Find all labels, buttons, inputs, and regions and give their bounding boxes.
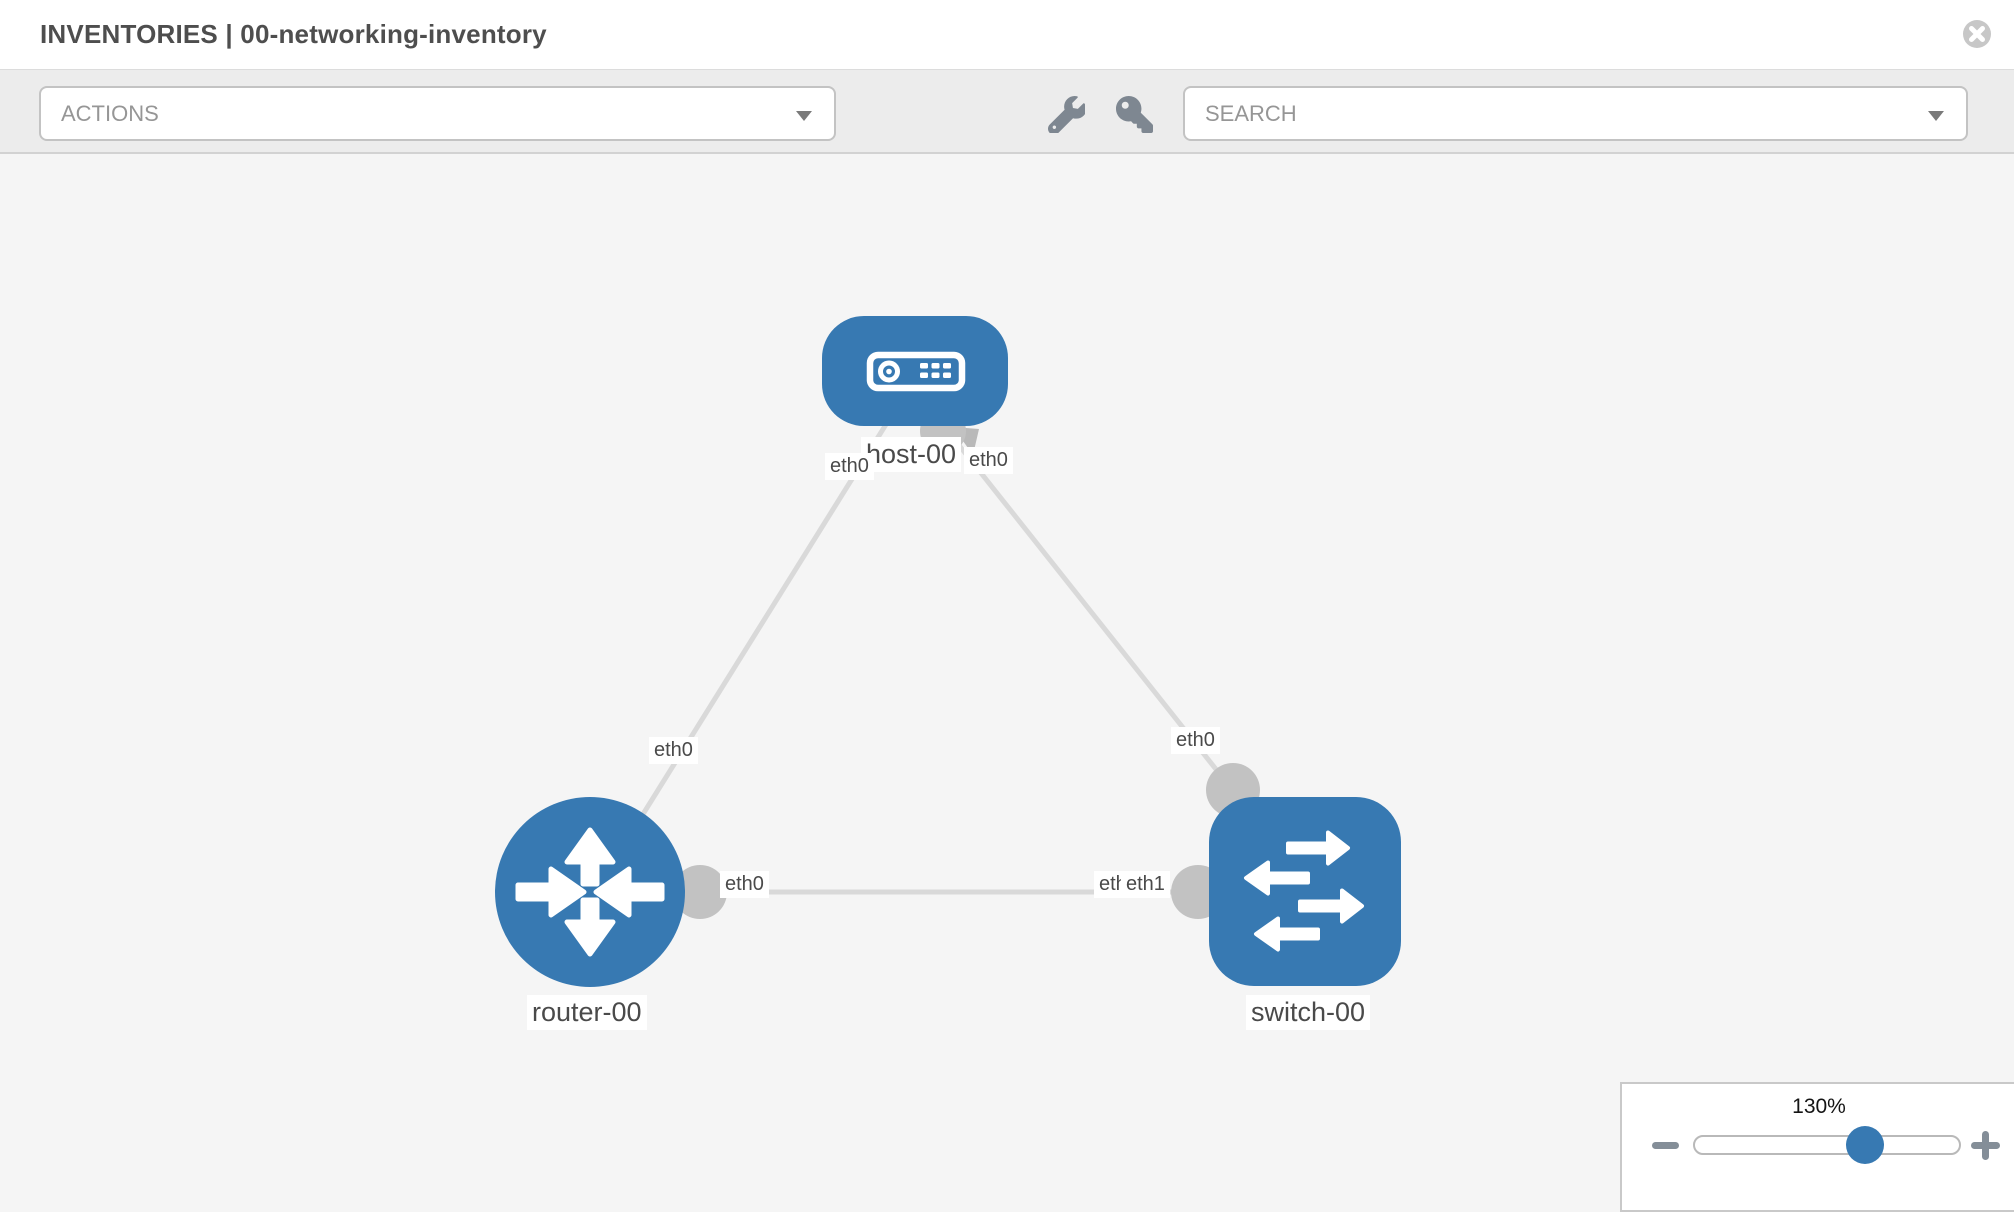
wrench-icon (1048, 96, 1087, 135)
node-switch-00[interactable] (1209, 797, 1401, 986)
configure-button[interactable] (1048, 96, 1087, 138)
interface-label: eth0 (649, 737, 698, 764)
search-box[interactable] (1183, 86, 1968, 141)
zoom-panel: 130% (1620, 1082, 2014, 1212)
node-host-00[interactable] (822, 316, 1008, 426)
node-label-host: host-00 (861, 437, 962, 472)
interface-label: eth0 (720, 871, 769, 898)
search-input[interactable] (1205, 88, 1830, 139)
chevron-down-icon (796, 111, 812, 121)
zoom-in-button[interactable] (1971, 1131, 2000, 1160)
node-label-router: router-00 (527, 995, 647, 1030)
page-title: INVENTORIES | 00-networking-inventory (40, 19, 547, 49)
actions-dropdown[interactable]: ACTIONS (39, 86, 836, 141)
interface-label: eth0 (825, 453, 874, 480)
host-icon (866, 351, 966, 392)
toolbar: ACTIONS (0, 70, 2014, 154)
switch-arrows-icon (1244, 830, 1364, 952)
interface-label: eth0 (1171, 727, 1220, 754)
interface-label: eth0 (964, 447, 1013, 474)
close-icon (1963, 20, 1991, 48)
chevron-down-icon (1928, 111, 1944, 121)
zoom-out-button[interactable] (1652, 1142, 1679, 1149)
actions-dropdown-label: ACTIONS (61, 101, 159, 126)
title-bar: INVENTORIES | 00-networking-inventory (0, 0, 2014, 70)
zoom-slider-handle[interactable] (1846, 1126, 1884, 1164)
router-arrows-icon (515, 827, 665, 957)
plus-icon (1982, 1131, 1989, 1160)
key-icon (1116, 96, 1153, 133)
port-router-right[interactable] (673, 865, 727, 919)
node-router-00[interactable] (495, 797, 685, 987)
interface-label: eth1 (1121, 871, 1170, 898)
credentials-button[interactable] (1116, 96, 1153, 138)
zoom-slider-track[interactable] (1693, 1135, 1961, 1155)
link-host-router[interactable] (627, 408, 898, 837)
close-button[interactable] (1962, 19, 1992, 49)
zoom-level: 130% (1792, 1095, 1846, 1118)
node-label-switch: switch-00 (1246, 995, 1371, 1030)
